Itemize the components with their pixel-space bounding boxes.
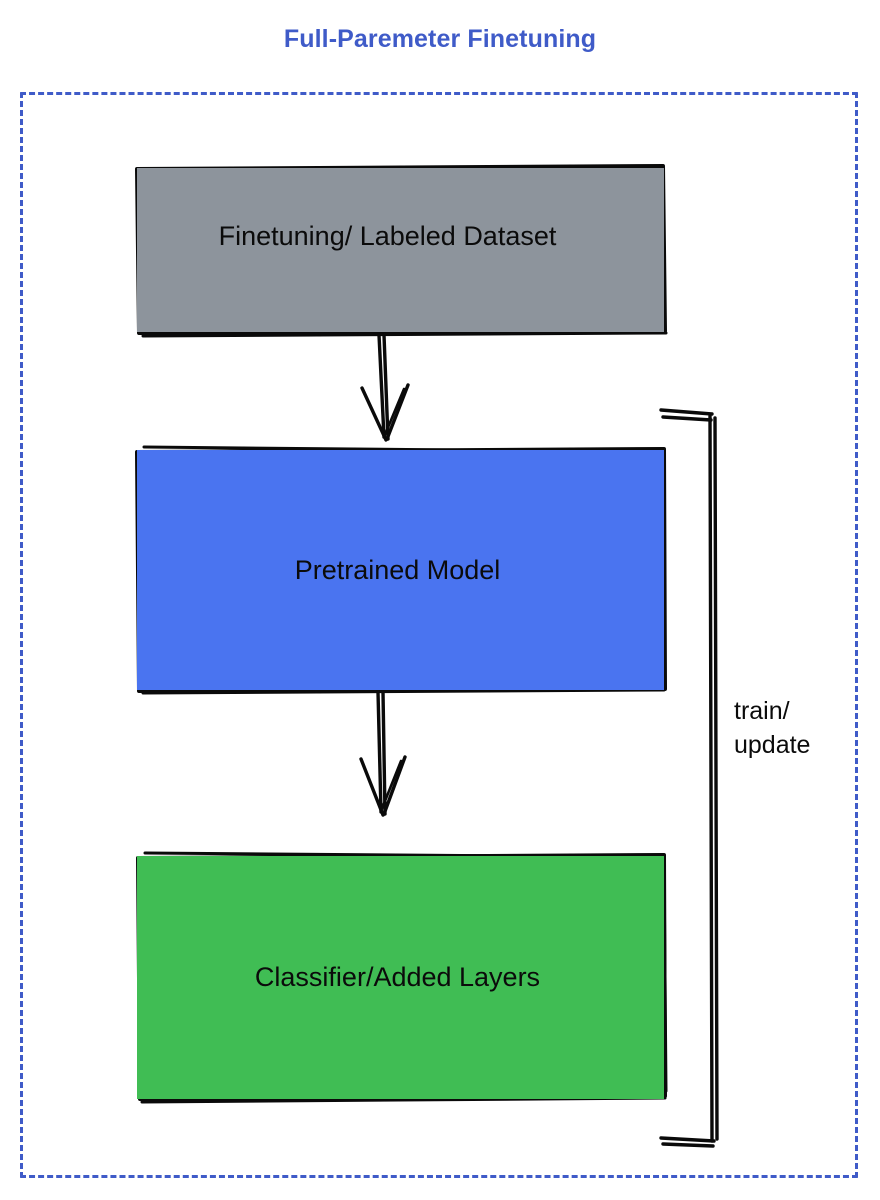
node-pretrained-model-label: Pretrained Model [294, 555, 501, 585]
node-pretrained-model[interactable]: Pretrained Model [137, 450, 664, 690]
dashed-container-frame [20, 92, 858, 1178]
node-classifier-added-layers-fill [137, 856, 664, 1099]
node-dataset-fill [137, 168, 664, 332]
node-pretrained-model-fill [137, 450, 664, 690]
page-title: Full-Paremeter Finetuning [283, 25, 597, 53]
feedback-loop-label: train/ update [734, 697, 811, 759]
node-dataset[interactable]: Finetuning/ Labeled Dataset [137, 168, 664, 332]
node-classifier-added-layers-label: Classifier/Added Layers [254, 962, 541, 992]
node-classifier-added-layers[interactable]: Classifier/Added Layers [137, 856, 664, 1099]
node-dataset-label: Finetuning/ Labeled Dataset [218, 221, 557, 251]
